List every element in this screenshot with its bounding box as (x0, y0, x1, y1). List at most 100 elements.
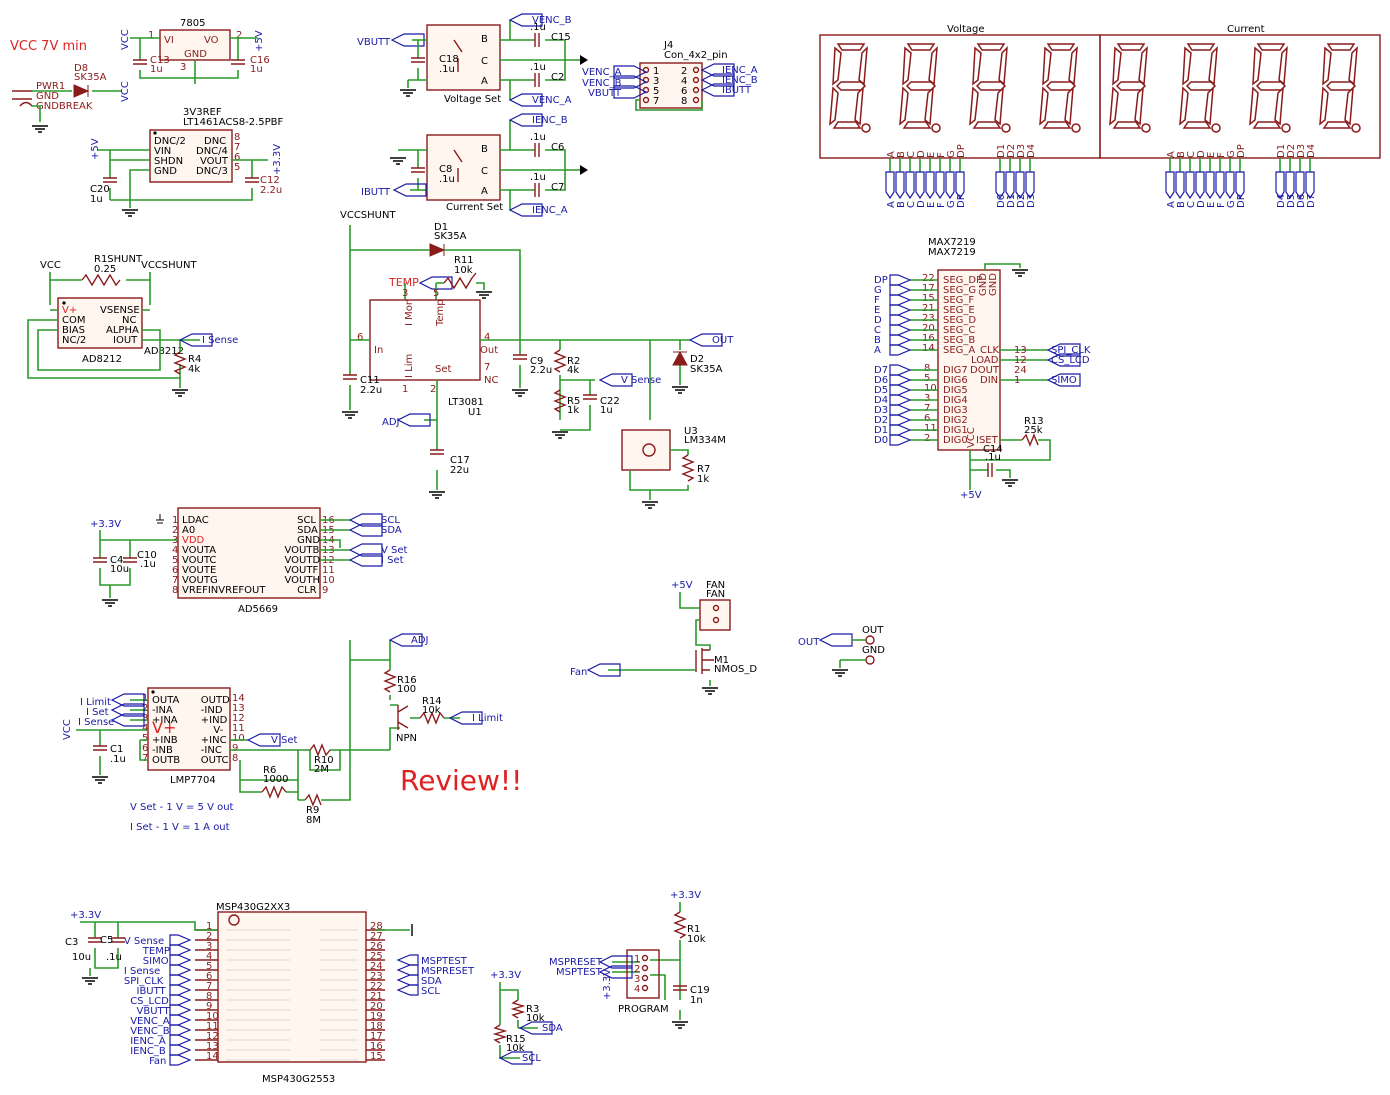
op-pin-num: 3 (142, 713, 148, 724)
max-dig-net: D2 (874, 415, 888, 426)
mcu-right-pin-num: 18 (370, 1021, 383, 1032)
op-pin-num: 7 (142, 753, 148, 764)
display-seg-net-dp: DP (1236, 194, 1247, 208)
r6-label: R6 (263, 765, 276, 776)
dac-pin-num: 2 (172, 525, 178, 536)
lt-p4: 4 (484, 332, 490, 343)
max-seg_g: SEG_G (943, 285, 976, 296)
lmp7704-body (147, 687, 231, 771)
op-inc-m: -INC (201, 745, 222, 756)
lt-p3: 3 (402, 288, 408, 299)
max-dout: DOUT (970, 365, 1000, 376)
c13-label: C13 (150, 55, 170, 66)
lt-adj-tag: ADJ (382, 417, 400, 428)
mcu-right-pin-num: 19 (370, 1011, 383, 1022)
display-dig-net-d2: D2 (1016, 194, 1027, 208)
max-seg_dp: SEG_DP (943, 275, 982, 286)
c22-label: C22 (600, 396, 620, 407)
r2-label: R2 (567, 356, 580, 367)
mcu-left-pin-num: 5 (206, 961, 212, 972)
ref-title: 3V3REF (183, 107, 222, 118)
mcu-33v-tag: +3.3V (70, 910, 101, 921)
lt-p1: 1 (402, 384, 408, 395)
j4-p8: 8 (681, 96, 687, 107)
ref-dnc2: DNC/2 (154, 136, 186, 147)
r6-r10-r9 (261, 743, 331, 807)
ad8212-body (57, 297, 143, 349)
r13-label: R13 (1024, 416, 1044, 427)
display-dig-pin-d1: D1 (996, 144, 1007, 158)
out-terminal-wires (839, 639, 866, 668)
review-note: Review!! (400, 764, 522, 797)
dac-clr: CLR (297, 585, 317, 596)
lt-caps (343, 354, 597, 455)
op-pin-num: 14 (232, 693, 245, 704)
display-seg-net-g: G (946, 200, 957, 208)
c17-label: C17 (450, 455, 470, 466)
j4-p7: 7 (653, 96, 659, 107)
display-seg-net-c: C (906, 201, 917, 208)
dac-pin-num: 10 (322, 575, 335, 586)
dac-33v-tag: +3.3V (90, 519, 121, 530)
ad8212-part: AD8212 (82, 354, 122, 365)
mcu-net-right: MSPTEST (421, 956, 468, 967)
j4-p2: 2 (681, 66, 687, 77)
max-seg-net: B (874, 335, 881, 346)
j4-p5: 5 (653, 86, 659, 97)
m1-label: M1 (714, 655, 729, 666)
max-seg-net: C (874, 325, 881, 336)
ad5669-pins: LDAC1A02VDD3VOUTA4VOUTC5VOUTE6VOUTG7VREF… (172, 515, 350, 596)
max-dout-num: 24 (1014, 365, 1027, 376)
op-pin-num: 8 (232, 753, 238, 764)
mcu-left-pin-num: 9 (206, 1001, 212, 1012)
r2-value: 4k (567, 365, 579, 376)
fan-5v-tag: +5V (671, 580, 693, 591)
mcu-net: SIMO (143, 956, 169, 967)
dac-vref: VREFINVREFOUT (182, 585, 266, 596)
r16-body (383, 669, 397, 693)
display-pin-e: E (1206, 152, 1217, 158)
venc-switch (453, 39, 463, 72)
mcu-net: IENC_B (130, 1046, 166, 1057)
mcu-net: I Sense (124, 966, 160, 977)
mcu-right-pin-num: 20 (370, 1001, 383, 1012)
mcu-right-pin-num: 21 (370, 991, 383, 1002)
dac-gnd: GND (297, 535, 320, 546)
fan-label: FAN (706, 580, 725, 591)
lt-vsense-tag: V Sense (621, 375, 661, 386)
max-clk-num: 13 (1014, 345, 1027, 356)
ref-vin: VIN (154, 146, 171, 157)
op-inc-p: +INC (201, 735, 227, 746)
prog-r1-label: R1 (687, 924, 700, 935)
prog-p4: 4 (634, 984, 640, 995)
display-pin-dp: DP (1236, 144, 1247, 158)
dac-pin-num: 8 (172, 585, 178, 596)
c6-value: .1u (530, 132, 546, 143)
mcu-net: IENC_A (130, 1036, 166, 1047)
c3-value: 10u (72, 952, 91, 963)
ref-wires (98, 149, 268, 208)
d1-value: SK35A (434, 231, 467, 242)
dac-caps (93, 557, 137, 563)
d2-value: SK35A (690, 364, 723, 375)
max-vcc-pin: VCC (966, 427, 977, 448)
lt-p6: 6 (357, 332, 363, 343)
mcu-left-pin-num: 7 (206, 981, 212, 992)
dac-voutf: VOUTF (285, 565, 319, 576)
max7219-body (937, 269, 1001, 451)
mcu-title: MSP430G2XX3 (216, 902, 290, 913)
reg-5v-tag: +5V (254, 30, 265, 52)
mcu-left-pin-num: 1 (206, 921, 212, 932)
dac-iset-tag: I Set (381, 555, 404, 566)
dac-vouta: VOUTA (182, 545, 216, 556)
display-seg-net-a: A (886, 201, 897, 208)
m1-value: NMOS_D (714, 664, 757, 675)
venc-c-pin: C (481, 56, 488, 67)
pwr1-gnd-label: GND (36, 91, 59, 102)
c4-label: C4 (110, 555, 123, 566)
prog-r1-value: 10k (687, 934, 706, 945)
vset-note: V Set - 1 V = 5 V out (130, 802, 234, 813)
npn-label: NPN (396, 733, 417, 744)
max-seg-num: 17 (922, 283, 935, 294)
mcu-caps (88, 937, 125, 943)
